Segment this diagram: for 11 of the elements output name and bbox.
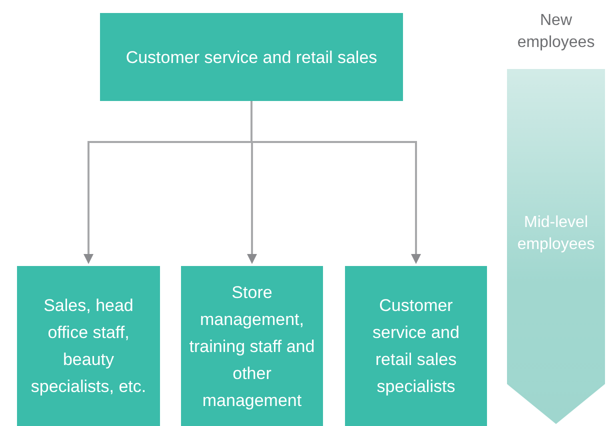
arrow-text: Mid-level employees	[516, 213, 596, 255]
process-box	[345, 266, 487, 426]
box-text: Store management, training staff and other management	[189, 282, 315, 412]
process-box	[181, 266, 323, 426]
process-box	[100, 13, 403, 101]
arrow-heading: New employees	[516, 11, 596, 53]
process-box	[17, 266, 160, 426]
box-text: Customer service and retail sales specialists	[372, 295, 460, 398]
box-text: Sales, head office staff, beauty specialists, etc.	[30, 295, 148, 398]
box-text: Customer service and retail sales	[126, 46, 378, 68]
arrow	[250, 101, 421, 264]
